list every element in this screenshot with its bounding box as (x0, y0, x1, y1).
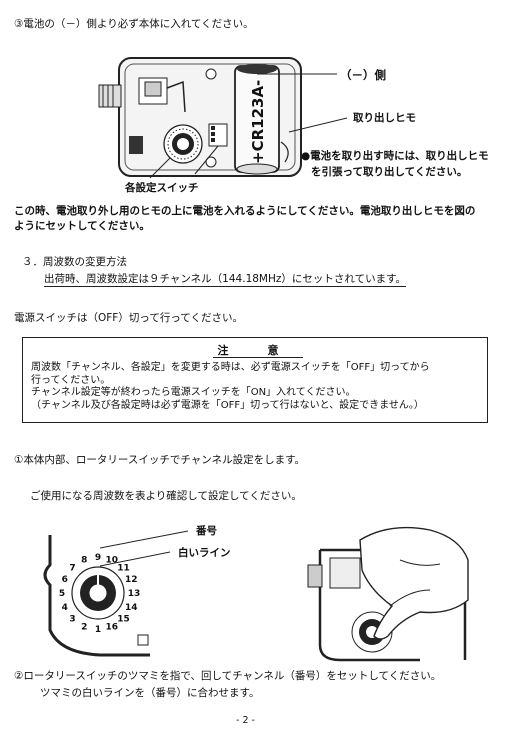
dial-number: 7 (69, 564, 75, 574)
battery-label: +CR123A- (249, 80, 267, 164)
dial-number: 1 (95, 625, 101, 635)
label-pull-string: 取り出しヒモ (353, 112, 416, 124)
dial-number: 5 (59, 589, 65, 599)
dial-number: 4 (62, 603, 68, 613)
battery-compartment-diagram: +CR123A- (98, 57, 302, 179)
hand-turning-dial-illustration (307, 526, 469, 662)
caution-box: 注 意 周波数「チャンネル、各設定」を変更する時は、必ず電源スイッチを「OFF」… (22, 337, 488, 423)
label-setting-switch: 各設定スイッチ (125, 182, 199, 194)
dial-number: 6 (62, 575, 68, 585)
step2-line1: ②ロータリースイッチのツマミを指で、回してチャンネル（番号）をセットしてください… (14, 670, 442, 682)
label-minus-side: （－）側 (340, 68, 386, 82)
step3-heading: ③電池の（－）側より必ず本体に入れてください。 (14, 18, 254, 30)
dial-number: 2 (81, 622, 87, 632)
step1-text: ①本体内部、ロータリースイッチでチャンネル設定をします。 (14, 454, 306, 466)
dial-number: 11 (117, 564, 130, 574)
step2-line2: ツマミの白いラインを（番号）に合わせます。 (40, 687, 260, 699)
caution-title-rule (213, 357, 303, 358)
para1-line1: この時、電池取り外し用のヒモの上に電池を入れるようにしてください。電池取り出しヒ… (14, 205, 476, 217)
label-white-line: 白いライン (178, 547, 231, 559)
leader-lines-diagram2 (100, 530, 189, 567)
dial-number: 14 (125, 603, 138, 613)
step1-subtext: ご使用になる周波数を表より確認して設定してください。 (30, 490, 302, 502)
dial-number: 15 (117, 615, 130, 625)
note-line2: を引張って取り出してください。 (311, 166, 468, 178)
dial-number: 10 (106, 556, 119, 566)
dial-number: 9 (95, 553, 101, 563)
page-number: - 2 - (236, 715, 255, 726)
power-note: 電源スイッチは（OFF）切って行ってください。 (14, 312, 243, 324)
label-number: 番号 (196, 525, 217, 537)
section3-subtitle: 出荷時、周波数設定は９チャンネル（144.18MHz）にセットされています。 (44, 273, 407, 287)
dial-number: 8 (81, 556, 87, 566)
dial-number: 13 (128, 589, 141, 599)
para1-line2: ようにセットしてください。 (14, 220, 150, 232)
dial-number: 12 (125, 575, 138, 585)
section3-title: ３．周波数の変更方法 (22, 256, 127, 268)
caution-title: 注 意 (217, 344, 293, 357)
dial-number: 3 (69, 615, 75, 625)
note-line1: ●電池を取り出す時には、取り出しヒモ (301, 150, 489, 162)
dial-number: 16 (106, 622, 119, 632)
caution-body: 周波数「チャンネル、各設定」を変更する時は、必ず電源スイッチを「OFF」切ってか… (31, 362, 430, 411)
leader-lines-diagram1 (257, 73, 348, 133)
